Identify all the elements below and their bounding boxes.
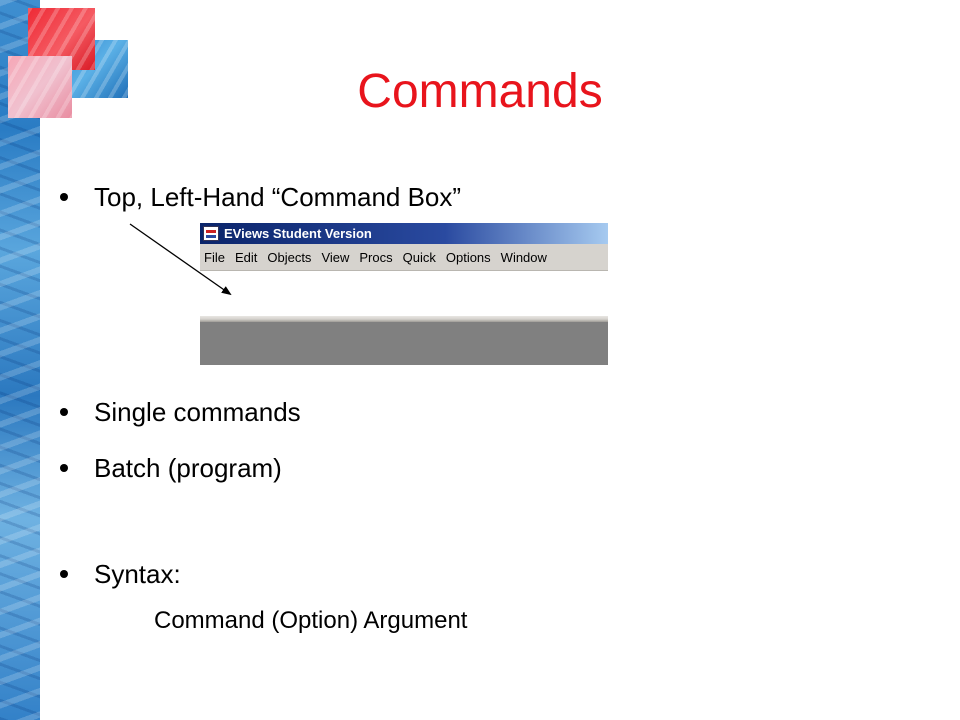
menu-procs[interactable]: Procs (359, 249, 393, 265)
command-box[interactable] (200, 271, 608, 316)
bullet-text: Single commands (94, 397, 301, 427)
syntax-example: Command (Option) Argument (154, 607, 468, 634)
eviews-window-title: EViews Student Version (224, 226, 372, 241)
menu-file[interactable]: File (204, 249, 225, 265)
eviews-titlebar: EViews Student Version (200, 223, 608, 244)
menu-options[interactable]: Options (445, 249, 491, 265)
bullet-dot (60, 464, 68, 472)
bullet-text: Top, Left-Hand “Command Box” (94, 182, 462, 212)
menu-objects[interactable]: Objects (267, 249, 312, 265)
eviews-menubar: File Edit Objects View Procs Quick Optio… (200, 244, 608, 271)
menu-edit[interactable]: Edit (234, 249, 258, 265)
menu-window[interactable]: Window (500, 249, 547, 265)
menu-view[interactable]: View (321, 249, 350, 265)
menu-quick[interactable]: Quick (402, 249, 436, 265)
eviews-workarea (200, 322, 608, 365)
bullet-text: Syntax: (94, 559, 181, 589)
eviews-app-icon (203, 226, 219, 241)
slide-title: Commands (357, 65, 603, 118)
decorative-side-strip (0, 0, 40, 720)
command-box-splitter[interactable] (200, 316, 608, 322)
decorative-pink-square (8, 56, 72, 118)
bullet-dot (60, 408, 68, 416)
bullet-dot (60, 570, 68, 578)
eviews-screenshot: EViews Student Version File Edit Objects… (200, 223, 608, 365)
bullet-text: Batch (program) (94, 453, 282, 483)
bullet-dot (60, 193, 68, 201)
